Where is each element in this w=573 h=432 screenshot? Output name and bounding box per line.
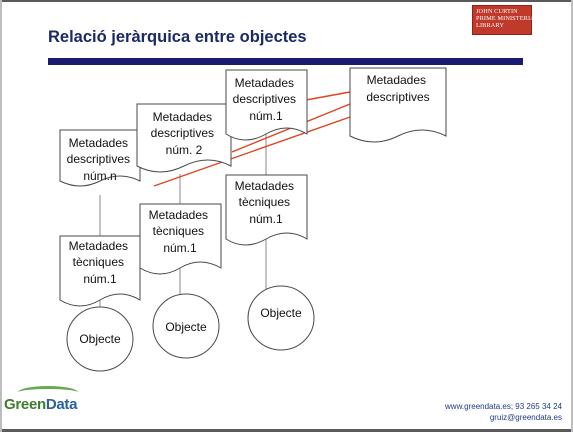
descriptive-doc-n-label-line1: Metadades [69,136,128,150]
slide-border-left [0,0,2,432]
descriptive-doc-1-label: Metadades descriptives núm.1 [233,76,300,123]
title-rule [48,58,523,65]
technical-doc-3-label-line2: tècniques [73,255,124,269]
greendata-logo: GreenData [4,386,78,413]
object-2: Objecte [152,293,220,359]
slide-title: Relació jeràrquica entre objectes [48,28,307,46]
object-3-label: Objecte [79,332,121,346]
technical-doc-3-label-line1: Metadades [69,239,128,253]
technical-doc-2-label-line3: núm.1 [163,241,197,255]
descriptive-doc-root-label-line2: descriptives [366,90,429,104]
technical-doc-3: Metadades tècniques núm.1 [59,235,141,307]
descriptive-doc-n: Metadades descriptives núm.n [59,129,141,187]
descriptive-doc-2-label-line1: Metadades [153,110,212,124]
object-1-label: Objecte [260,306,302,320]
descriptive-doc-1-label-line1: Metadades [235,76,294,90]
technical-doc-1-label: Metadades tècniques núm.1 [235,179,298,226]
descriptive-doc-2-label: Metadades descriptives núm. 2 [151,110,218,157]
technical-doc-1-label-line2: tècniques [239,195,290,209]
slide-border-right [571,0,573,432]
greendata-swoosh [18,386,78,399]
descriptive-doc-2: Metadades descriptives núm. 2 [136,103,232,173]
descriptive-doc-n-label-line2: descriptives [67,152,130,166]
technical-doc-2: Metadades tècniques núm.1 [139,203,222,275]
greendata-logo-part1: Green [4,396,46,413]
technical-doc-1-label-line1: Metadades [235,179,294,193]
descriptive-doc-n-label-line3: núm.n [83,169,116,183]
footer-contact: www.greendata.es; 93 265 34 24 gruiz@gre… [380,401,562,423]
greendata-logo-part2: Data [45,396,78,413]
object-3: Objecte [66,306,134,372]
object-2-label: Objecte [165,320,207,334]
descriptive-doc-n-label: Metadades descriptives núm.n [67,136,134,183]
footer-website-phone: www.greendata.es; 93 265 34 24 [445,402,562,411]
footer-email: gruiz@greendata.es [489,413,562,422]
descriptive-doc-root-label-line1: Metadades [367,73,426,87]
descriptive-doc-1: Metadades descriptives núm.1 [225,69,308,141]
technical-doc-1: Metadades tècniques núm.1 [225,174,308,246]
link-line-bottom [153,116,351,187]
link-line-top [305,91,351,101]
slide-border-top [0,0,573,2]
descriptive-doc-1-label-line2: descriptives [233,92,296,106]
library-logo-line-2: PRIME MINISTERIAL [476,15,539,22]
descriptive-doc-2-label-line2: descriptives [151,126,214,140]
object-1: Objecte [247,285,315,351]
technical-doc-3-label: Metadades tècniques núm.1 [69,239,132,286]
descriptive-doc-root: Metadades descriptives [349,67,447,143]
library-logo-line-1: JOHN CURTIN [476,8,518,15]
slide-border-bottom [0,429,573,432]
technical-doc-2-label-line2: tècniques [153,224,204,238]
descriptive-doc-2-label-line3: núm. 2 [166,143,203,157]
descriptive-doc-root-label: Metadades descriptives [366,73,429,104]
technical-doc-2-label: Metadades tècniques núm.1 [149,208,212,255]
technical-doc-3-label-line3: núm.1 [83,272,117,286]
john-curtin-library-logo: JOHN CURTIN PRIME MINISTERIAL LIBRARY [472,5,539,35]
technical-doc-1-label-line3: núm.1 [249,212,283,226]
technical-doc-2-label-line1: Metadades [149,208,208,222]
descriptive-doc-1-label-line3: núm.1 [249,109,283,123]
library-logo-line-3: LIBRARY [476,22,504,29]
